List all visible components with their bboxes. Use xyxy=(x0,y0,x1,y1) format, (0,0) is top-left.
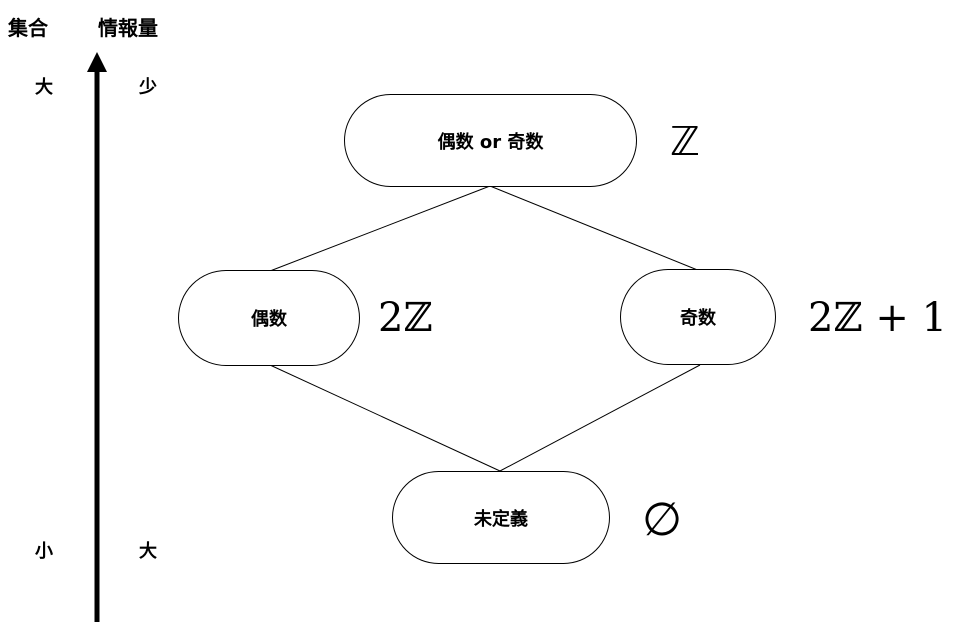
info-bottom-label: 大 xyxy=(139,541,157,562)
node-even: 偶数 xyxy=(178,270,360,366)
information-header: 情報量 xyxy=(98,16,158,40)
node-undefined: 未定義 xyxy=(392,471,610,564)
node-even-or-odd: 偶数 or 奇数 xyxy=(344,94,637,187)
set-even-label: 2ℤ xyxy=(378,295,433,341)
edge-top-odd xyxy=(489,185,701,272)
axis-arrowhead xyxy=(87,52,107,72)
edge-top-even xyxy=(269,185,491,272)
set-odd-label: 2ℤ + 1 xyxy=(808,295,948,341)
edge-odd-bottom xyxy=(499,364,701,472)
edge-even-bottom xyxy=(269,364,501,472)
set-bottom-label: 小 xyxy=(35,541,53,562)
set-integers-label: ℤ xyxy=(670,119,700,165)
empty-set-label: ∅ xyxy=(642,492,683,546)
set-header: 集合 xyxy=(8,16,48,40)
set-top-label: 大 xyxy=(35,77,53,98)
node-odd: 奇数 xyxy=(620,269,776,365)
info-top-label: 少 xyxy=(139,77,157,98)
